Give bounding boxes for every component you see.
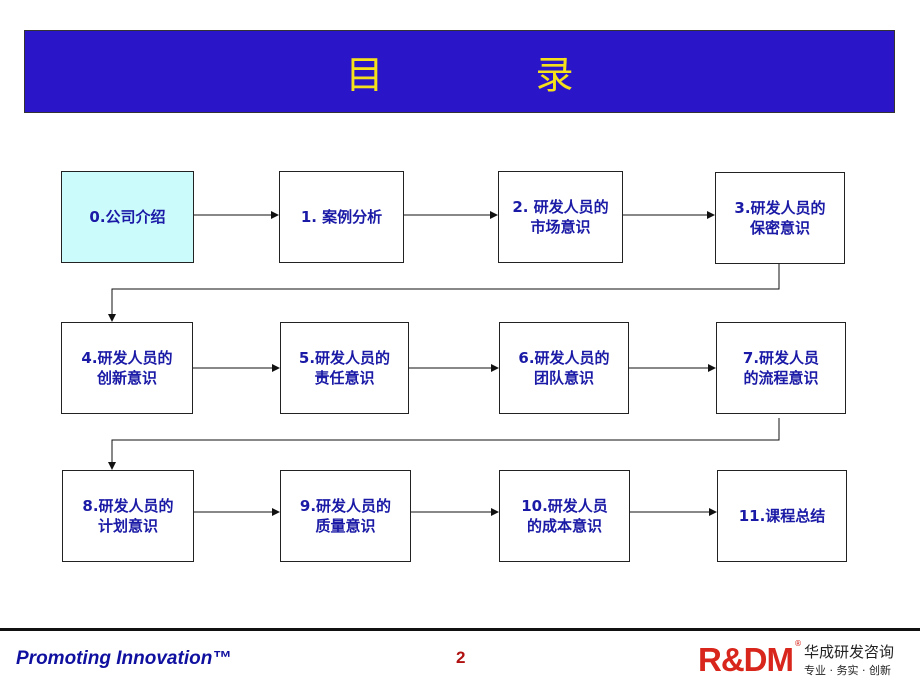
company-logo: R&DM ® 华成研发咨询 专业 · 务实 · 创新 (698, 639, 913, 682)
step-0-label: 0.公司介绍 (89, 208, 166, 226)
step-6-label: 6.研发人员的 团队意识 (518, 349, 610, 387)
step-4-box: 4.研发人员的 创新意识 (61, 322, 193, 414)
step-8-label: 8.研发人员的 计划意识 (82, 497, 174, 535)
step-9-box: 9.研发人员的 质量意识 (280, 470, 411, 562)
arrow-3-4 (108, 264, 780, 322)
step-3-box: 3.研发人员的 保密意识 (715, 172, 845, 264)
step-5-box: 5.研发人员的 责任意识 (280, 322, 409, 414)
logo-tagline: 专业 · 务实 · 创新 (804, 664, 891, 677)
footer-slogan: Promoting Innovation™ (16, 648, 232, 669)
step-6-box: 6.研发人员的 团队意识 (499, 322, 629, 414)
step-2-box: 2. 研发人员的 市场意识 (498, 171, 623, 263)
arrow-7-8 (108, 418, 780, 470)
step-0-box: 0.公司介绍 (61, 171, 194, 263)
step-5-label: 5.研发人员的 责任意识 (298, 349, 391, 387)
step-8-box: 8.研发人员的 计划意识 (62, 470, 194, 562)
step-4-label: 4.研发人员的 创新意识 (81, 349, 173, 387)
logo-company-name: 华成研发咨询 (804, 643, 895, 661)
logo-registered: ® (794, 639, 802, 648)
title-bar: 目 录 (24, 30, 895, 113)
step-1-box: 1. 案例分析 (279, 171, 404, 263)
page-title: 目 录 (345, 53, 644, 97)
step-7-label: 7.研发人员 的流程意识 (742, 349, 820, 387)
step-10-box: 10.研发人员 的成本意识 (499, 470, 630, 562)
step-11-box: 11.课程总结 (717, 470, 847, 562)
step-3-label: 3.研发人员的 保密意识 (734, 199, 826, 237)
step-7-box: 7.研发人员 的流程意识 (716, 322, 846, 414)
step-11-label: 11.课程总结 (738, 507, 826, 525)
step-9-label: 9.研发人员的 质量意识 (299, 497, 392, 535)
logo-mark: R&DM (698, 641, 794, 678)
footer-divider (0, 628, 920, 631)
step-2-label: 2. 研发人员的 市场意识 (512, 198, 609, 236)
page-number: 2 (456, 648, 466, 667)
step-1-label: 1. 案例分析 (300, 208, 383, 226)
step-10-label: 10.研发人员 的成本意识 (521, 497, 608, 535)
